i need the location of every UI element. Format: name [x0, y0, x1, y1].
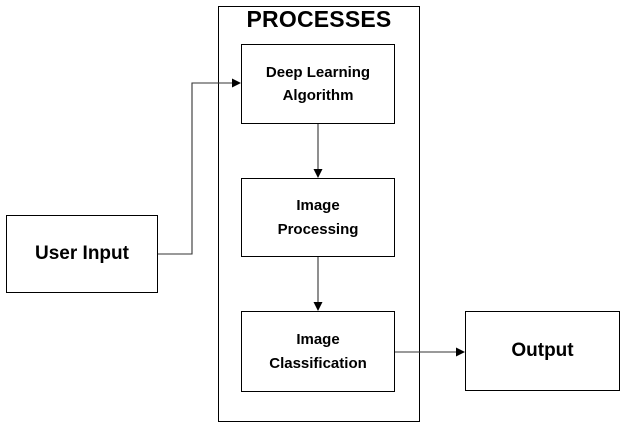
- image-processing-label: Image Processing: [277, 197, 359, 238]
- user-input-node: User Input: [6, 215, 158, 293]
- deep-learning-label: Deep Learning Algorithm: [265, 63, 371, 104]
- image-processing-node: Image Processing: [241, 178, 395, 257]
- output-label: Output: [511, 340, 574, 362]
- image-classification-label: Image Classification: [269, 331, 367, 372]
- user-input-label: User Input: [35, 243, 129, 265]
- output-node: Output: [465, 311, 620, 391]
- image-classification-node: Image Classification: [241, 311, 395, 392]
- processes-title: PROCESSES: [246, 6, 392, 32]
- deep-learning-node: Deep Learning Algorithm: [241, 44, 395, 124]
